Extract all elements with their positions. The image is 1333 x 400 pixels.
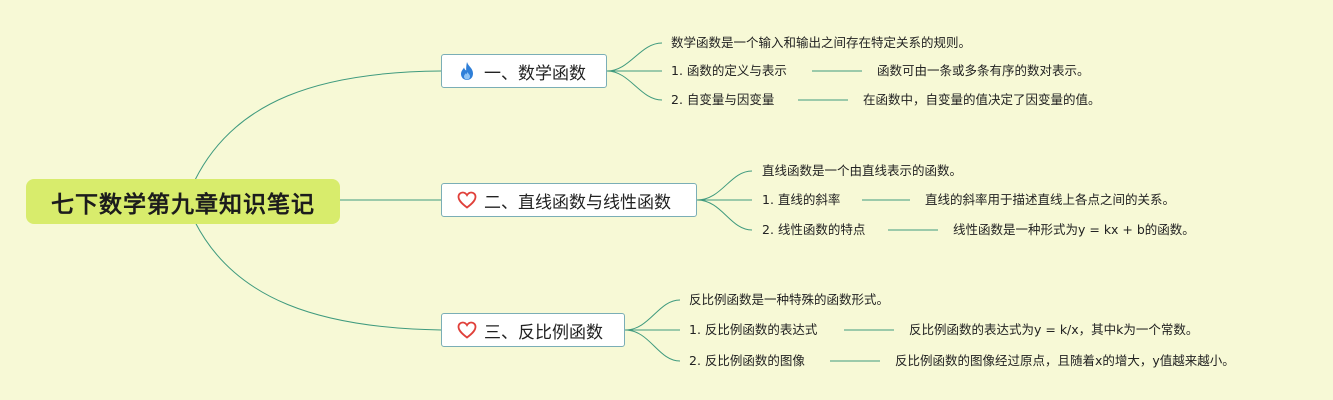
- fire-icon: [456, 61, 478, 81]
- branch-2-item-2-detail[interactable]: 线性函数是一种形式为y = kx + b的函数。: [953, 222, 1195, 237]
- heart-icon: [456, 320, 478, 340]
- branch-3-item-2[interactable]: 2. 反比例函数的图像: [689, 353, 805, 368]
- branch-2-item-1-detail[interactable]: 直线的斜率用于描述直线上各点之间的关系。: [925, 192, 1176, 207]
- branch-1-item-1-detail[interactable]: 函数可由一条或多条有序的数对表示。: [877, 63, 1090, 78]
- branch-1-item-1[interactable]: 1. 函数的定义与表示: [671, 63, 787, 78]
- connector-b2-summary: [696, 170, 753, 201]
- connector-root-branch-1: [194, 70, 442, 181]
- connector-b3-item2: [624, 329, 681, 362]
- branch-3-item-1[interactable]: 1. 反比例函数的表达式: [689, 322, 818, 337]
- connector-b1-summary: [606, 42, 663, 72]
- branch-2-item-2[interactable]: 2. 线性函数的特点: [762, 222, 866, 237]
- branch-topic-1[interactable]: 一、数学函数: [441, 54, 607, 88]
- branch-3-summary[interactable]: 反比例函数是一种特殊的函数形式。: [689, 292, 890, 307]
- branch-topic-1-title: 一、数学函数: [484, 63, 586, 84]
- branch-3-item-2-detail[interactable]: 反比例函数的图像经过原点，且随着x的增大，y值越来越小。: [895, 353, 1235, 368]
- connector-root-branch-3: [194, 221, 442, 331]
- connector-b1-item2: [606, 70, 663, 101]
- branch-topic-2-title: 二、直线函数与线性函数: [484, 192, 671, 213]
- root-topic[interactable]: 七下数学第九章知识笔记: [26, 179, 340, 224]
- branch-2-item-1[interactable]: 1. 直线的斜率: [762, 192, 841, 207]
- branch-1-item-2[interactable]: 2. 自变量与因变量: [671, 92, 775, 107]
- connector-b2-item2: [696, 199, 753, 231]
- root-topic-title: 七下数学第九章知识笔记: [51, 191, 315, 218]
- branch-3-item-1-detail[interactable]: 反比例函数的表达式为y = k/x，其中k为一个常数。: [909, 322, 1199, 337]
- branch-2-summary[interactable]: 直线函数是一个由直线表示的函数。: [762, 163, 963, 178]
- branch-1-item-2-detail[interactable]: 在函数中，自变量的值决定了因变量的值。: [863, 92, 1101, 107]
- branch-1-summary[interactable]: 数学函数是一个输入和输出之间存在特定关系的规则。: [671, 35, 972, 50]
- connector-b3-summary: [624, 299, 681, 331]
- heart-icon: [456, 190, 478, 210]
- branch-topic-3[interactable]: 三、反比例函数: [441, 313, 625, 347]
- branch-topic-3-title: 三、反比例函数: [484, 322, 603, 343]
- branch-topic-2[interactable]: 二、直线函数与线性函数: [441, 183, 697, 217]
